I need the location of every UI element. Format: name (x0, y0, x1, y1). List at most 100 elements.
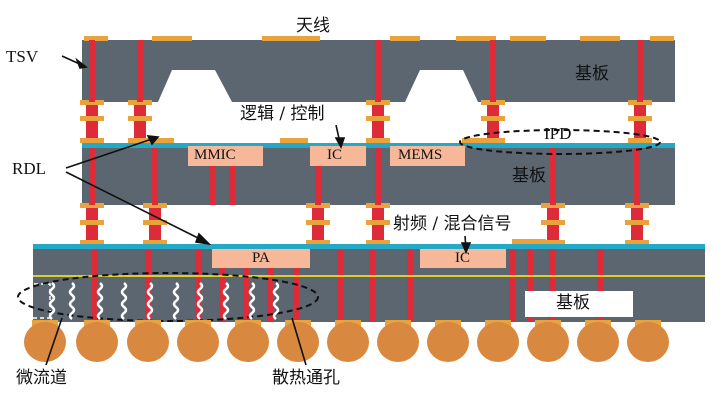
microchannel-region (17, 272, 319, 322)
pillar-pad (366, 100, 390, 105)
tsv-via (145, 249, 151, 322)
mems-chip (390, 146, 465, 166)
pillar-pad (143, 240, 167, 245)
solder-bump (24, 322, 66, 362)
substrate-bottom-label: 基板 (556, 293, 590, 313)
tsv-via (375, 148, 381, 205)
tsv-via (219, 249, 225, 322)
ic-mid-label: IC (327, 147, 342, 163)
solder-bump (427, 322, 469, 362)
chip-pad (512, 239, 546, 244)
pa-chip (212, 249, 310, 268)
solder-bump (527, 322, 569, 362)
mems-label: MEMS (398, 147, 443, 163)
tsv-via (490, 40, 496, 102)
antenna-pad (650, 36, 674, 41)
surface-pads (84, 36, 674, 244)
solder-bump (627, 322, 669, 362)
rdl-layer-bottom (33, 244, 705, 249)
mmic-chip (188, 146, 263, 166)
tsv-via (89, 148, 95, 205)
solder-bump (76, 322, 118, 362)
tsv-via (407, 249, 413, 322)
pillar-pad (128, 116, 152, 121)
interlayer-pillar (86, 102, 98, 143)
antenna-pad (262, 36, 320, 41)
tsv-via (509, 249, 515, 322)
antenna-pad (580, 36, 620, 41)
interlayer-pillar (372, 102, 384, 143)
tsv-via (597, 249, 603, 322)
callout-arrows (45, 55, 472, 366)
microchannel-label: 微流道 (16, 368, 67, 388)
tsv-via (637, 40, 643, 102)
tsv-via (315, 148, 321, 205)
tsv-via (209, 148, 215, 205)
pillar-pad (628, 116, 652, 121)
ic-chip-bottom (420, 249, 506, 268)
solder-bump (127, 322, 169, 362)
ic-bottom-label: IC (455, 250, 470, 266)
solder-bump (327, 322, 369, 362)
chip-pad (462, 138, 502, 143)
pa-label: PA (252, 250, 270, 266)
tsv-via (634, 148, 640, 205)
pillar-pad (80, 203, 104, 208)
ipd-outline (459, 129, 661, 155)
pillar-pad (80, 138, 104, 143)
thermal-via-label: 散热通孔 (272, 368, 340, 388)
pillar-pad (628, 100, 652, 105)
interlayer-pillar (134, 102, 146, 143)
pillar-pad (80, 100, 104, 105)
mmic-label: MMIC (194, 147, 236, 163)
substrate-mid-label: 基板 (512, 166, 546, 186)
rf-mixed-label: 射频 / 混合信号 (393, 214, 512, 234)
antenna-pad (510, 36, 546, 41)
pillar-pad (628, 138, 652, 143)
tsv-via (369, 249, 375, 322)
ic-chip-mid (310, 146, 366, 166)
rdl-layer-mid (82, 143, 675, 148)
microchannel-line (248, 282, 256, 320)
microchannel-line (120, 282, 128, 320)
pillar-pad (625, 203, 649, 208)
pillar-pad (541, 220, 565, 225)
ipd-label: IPD (544, 124, 572, 143)
antenna-pad (390, 36, 420, 41)
pillar-pad (143, 203, 167, 208)
solder-bump (277, 322, 319, 362)
solder-bump (377, 322, 419, 362)
substrate-top-label: 基板 (575, 64, 609, 84)
interlayer-pillar (634, 102, 646, 143)
pillar-pad (143, 220, 167, 225)
pillar-pad (366, 220, 390, 225)
chip-pad (150, 138, 174, 143)
microchannel-line (146, 282, 154, 320)
solder-bump (577, 322, 619, 362)
logic-control-label: 逻辑 / 控制 (240, 104, 325, 124)
pillar-pad (481, 100, 505, 105)
pillar-pad (128, 100, 152, 105)
tsv-via (195, 249, 201, 322)
pillar-pad (80, 116, 104, 121)
pillar-pad (80, 240, 104, 245)
tsv-via (375, 40, 381, 102)
tsv-via (92, 249, 98, 322)
pillar-pad (80, 220, 104, 225)
pillar-pad (625, 240, 649, 245)
pillar-pad (306, 220, 330, 225)
pillar-pad (366, 203, 390, 208)
pillar-pad (306, 240, 330, 245)
pillar-pad (481, 116, 505, 121)
tsv-via (152, 148, 158, 205)
solder-bump (477, 322, 519, 362)
tsv-label: TSV (6, 47, 39, 66)
pillar-pad (366, 138, 390, 143)
pillar-pad (366, 116, 390, 121)
chip-pad (280, 138, 308, 143)
tsv-via (89, 40, 95, 102)
microchannel-line (272, 282, 280, 320)
microchannel-line (48, 282, 56, 320)
tsv-via (137, 40, 143, 102)
